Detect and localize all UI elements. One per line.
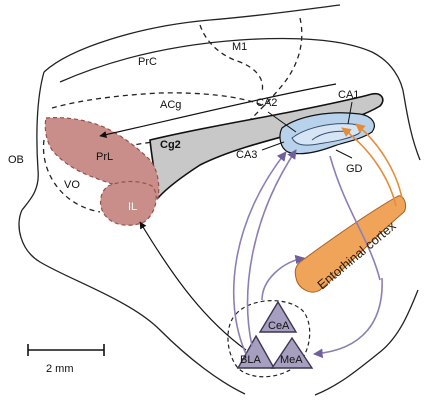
ca3-pointer — [262, 142, 284, 150]
label-cea: CeA — [268, 320, 290, 332]
olfactory-bulb-outline — [22, 72, 44, 210]
label-cg2: Cg2 — [160, 139, 181, 151]
label-ob: OB — [8, 154, 24, 166]
label-prc: PrC — [138, 56, 157, 68]
label-ca3: CA3 — [236, 149, 257, 161]
label-acg: ACg — [160, 99, 181, 111]
label-gd: GD — [346, 163, 363, 175]
corpus-callosum — [150, 94, 383, 198]
label-ca2: CA2 — [256, 97, 277, 109]
prc-m1-border — [200, 25, 263, 92]
label-vo: VO — [64, 179, 80, 191]
scale-bar-label: 2 mm — [46, 363, 74, 375]
posterior-outline — [404, 96, 420, 160]
bla-to-il-pathway — [140, 222, 246, 350]
label-ca1: CA1 — [338, 89, 359, 101]
label-m1: M1 — [232, 41, 247, 53]
gd-pointer — [336, 150, 352, 158]
label-mea: MeA — [280, 354, 303, 366]
ventral-outline-right — [315, 290, 418, 395]
label-il: IL — [128, 201, 137, 213]
label-bla: BLA — [240, 354, 261, 366]
label-prl: PrL — [96, 151, 113, 163]
